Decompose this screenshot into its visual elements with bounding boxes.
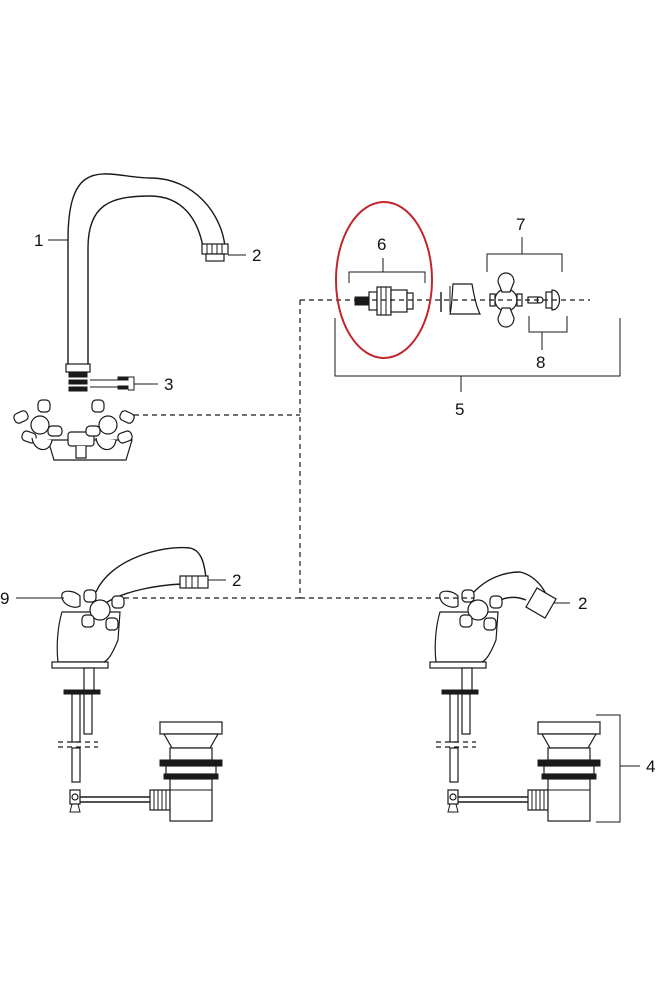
basin-mixer <box>51 546 223 822</box>
callout-aerator-top: 2 <box>252 246 261 265</box>
bidet-mixer <box>429 571 601 822</box>
swivel-spout <box>65 173 229 392</box>
callout-aerator-bidet: 2 <box>578 594 587 613</box>
callout-cap: 8 <box>536 353 545 372</box>
cartridge-highlight-ellipse <box>335 201 433 359</box>
callout-lever: 9 <box>0 589 9 608</box>
cover-bell-icon <box>440 283 481 315</box>
tap-body-top-view <box>13 399 135 461</box>
cross-handle <box>489 272 523 328</box>
cartridge-valve <box>354 286 414 316</box>
callout-supply: 3 <box>164 375 173 394</box>
callout-handle: 7 <box>516 215 525 234</box>
supply-seal-icon <box>90 376 129 390</box>
callout-handle-assembly: 5 <box>455 400 464 419</box>
assembly-dashed-lines <box>124 299 590 599</box>
leader-lines <box>16 237 640 823</box>
callout-spout: 1 <box>34 231 43 250</box>
callout-aerator-basin: 2 <box>232 571 241 590</box>
callout-waste: 4 <box>646 757 655 776</box>
callout-cartridge: 6 <box>377 235 386 254</box>
